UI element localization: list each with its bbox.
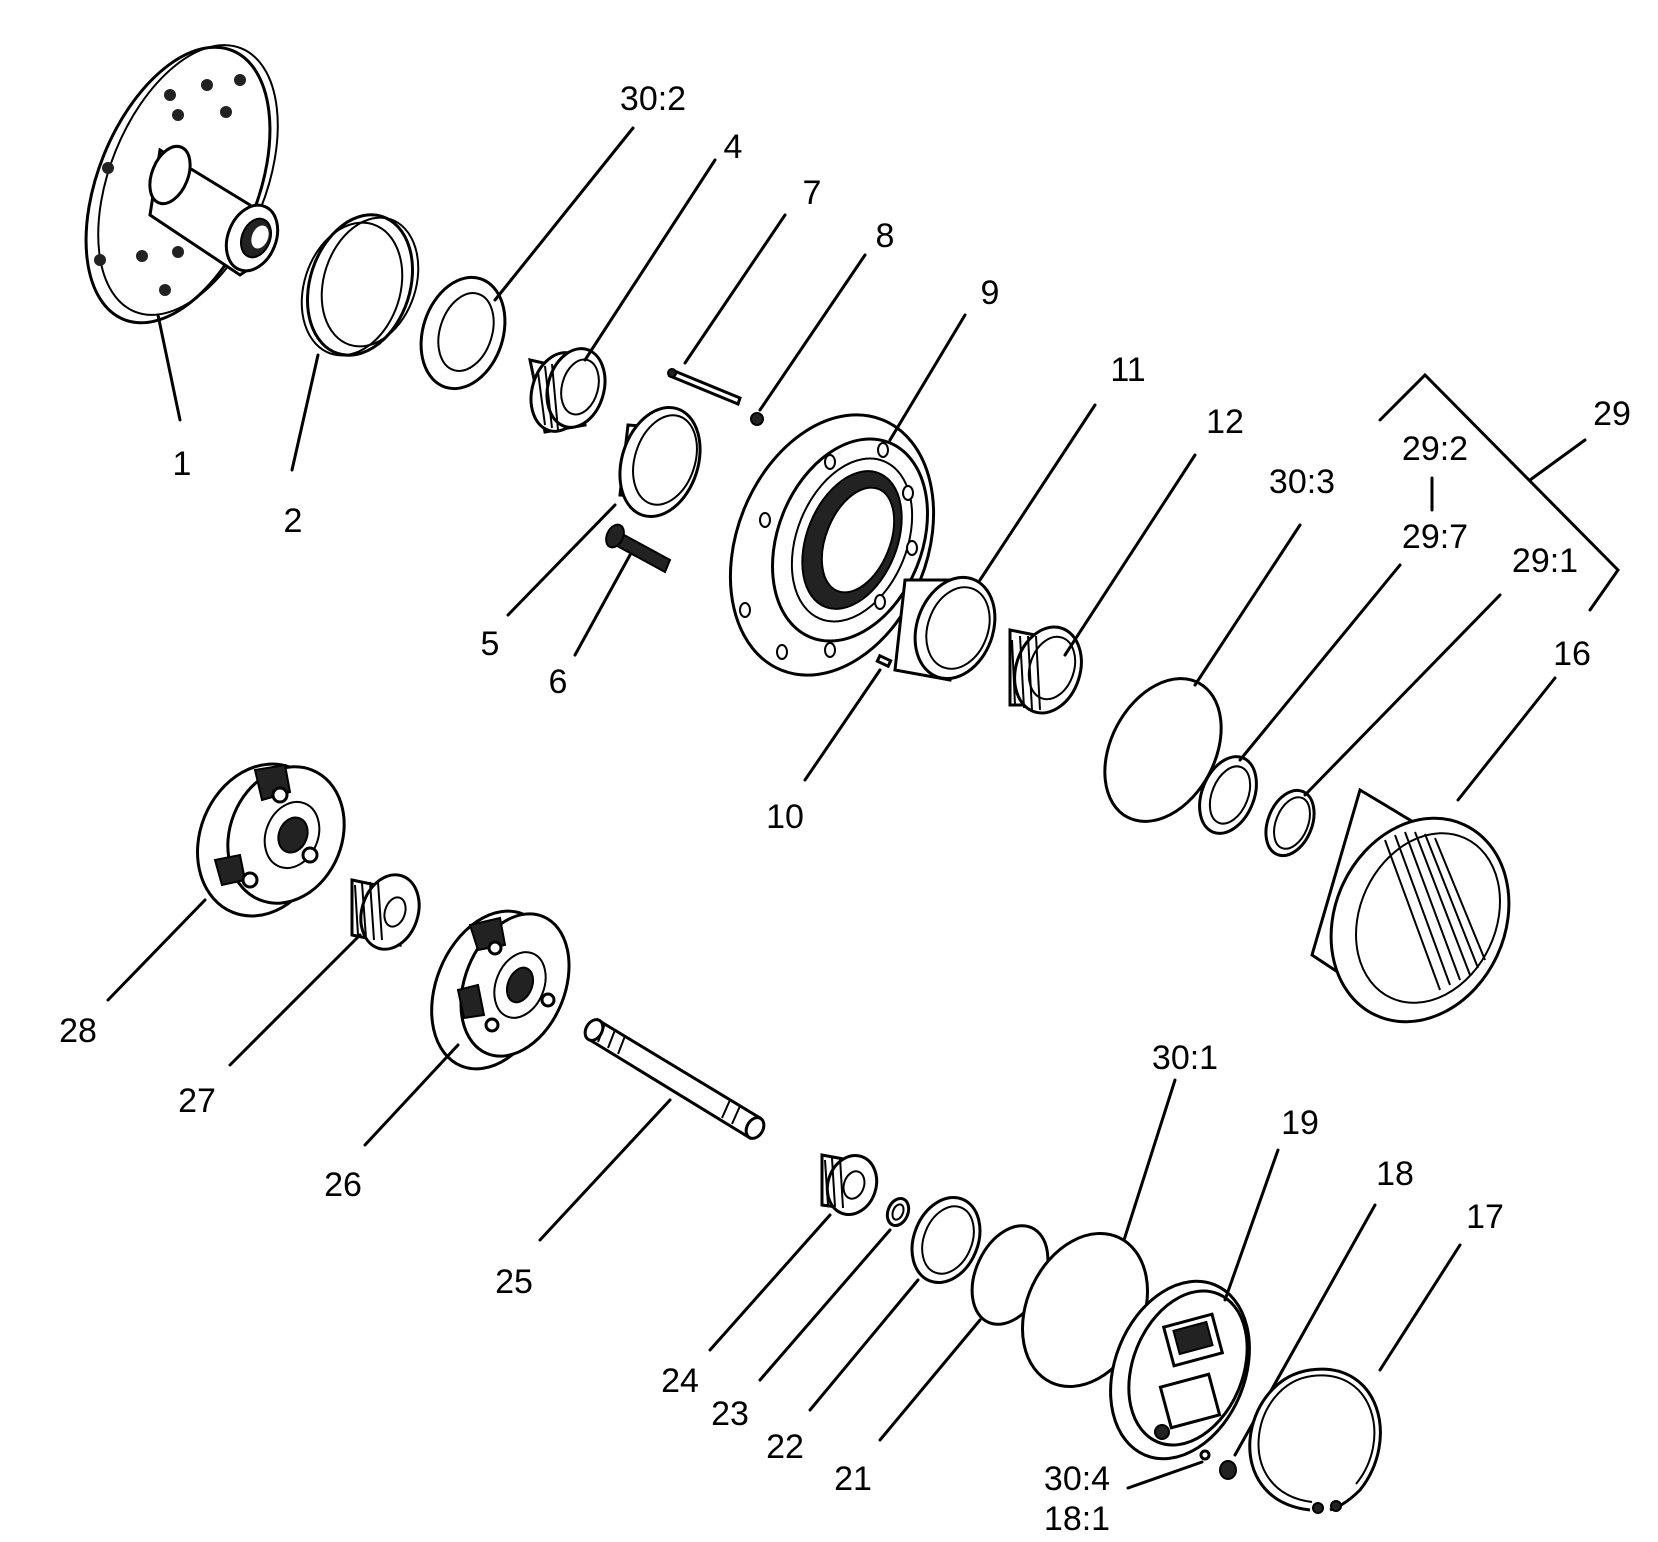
part-30-2-seal [419,275,507,391]
callout-29-7: 29:7 [1402,518,1468,556]
callout-17: 17 [1466,1198,1504,1236]
part-10-key [875,653,893,669]
part-23-small-ring [885,1196,911,1228]
callout-29-2: 29:2 [1402,430,1468,468]
part-24-gear [820,1153,879,1216]
callout-5: 5 [481,625,500,663]
callout-7: 7 [803,174,822,212]
callout-30-4: 30:4 [1044,1460,1110,1498]
callout-28: 28 [59,1012,97,1050]
part-30-4-washer [1199,1449,1211,1461]
callout-26: 26 [324,1166,362,1204]
callout-22: 22 [766,1428,804,1466]
part-11-bearing-cup [893,575,997,682]
part-6-stud [605,523,672,574]
callout-12: 12 [1206,403,1244,441]
part-17-snap-ring [1248,1367,1382,1514]
callout-4: 4 [724,128,743,166]
part-5-bearing-cup [618,405,702,519]
callout-1: 1 [173,445,192,483]
callout-24: 24 [661,1362,699,1400]
part-2-seal-ring [300,213,420,357]
callout-18: 18 [1376,1155,1414,1193]
callout-25: 25 [495,1263,533,1301]
callout-27: 27 [178,1082,216,1120]
callout-11: 11 [1110,351,1145,389]
part-27-planet-gear [350,873,421,951]
callout-23: 23 [711,1395,749,1433]
bracket-29 [1378,372,1620,612]
part-4-roller-bearing [528,347,607,434]
part-16-ring-gear-drum [1310,787,1511,1024]
part-26-planet-carrier [430,909,571,1071]
callout-30-3: 30:3 [1269,463,1335,501]
callout-29: 29 [1593,395,1631,433]
callout-18-1: 18:1 [1044,1500,1110,1538]
callout-29-1: 29:1 [1512,542,1578,580]
part-7-pin [667,368,742,406]
part-9-hub [728,413,936,677]
part-1-flange-spindle [84,44,280,325]
part-18-screw [1219,1460,1237,1480]
part-29-7-ring [1198,755,1258,835]
callout-10: 10 [766,798,804,836]
callout-6: 6 [549,663,568,701]
callout-21: 21 [834,1460,872,1498]
callout-30-1: 30:1 [1152,1039,1218,1077]
part-19-cover [1109,1279,1251,1461]
callout-19: 19 [1281,1104,1319,1142]
callout-2: 2 [284,502,303,540]
callout-16: 16 [1553,635,1591,673]
part-8-ball [750,412,764,426]
callout-30-2: 30:2 [620,80,686,118]
part-12-roller-bearing [1008,625,1083,715]
part-25-shaft [583,1017,766,1141]
callout-9: 9 [981,274,1000,312]
callout-8: 8 [876,217,895,255]
part-28-planet-carrier [196,762,346,918]
part-22-ring [910,1195,982,1285]
part-29-1-snap-ring [1264,788,1316,858]
